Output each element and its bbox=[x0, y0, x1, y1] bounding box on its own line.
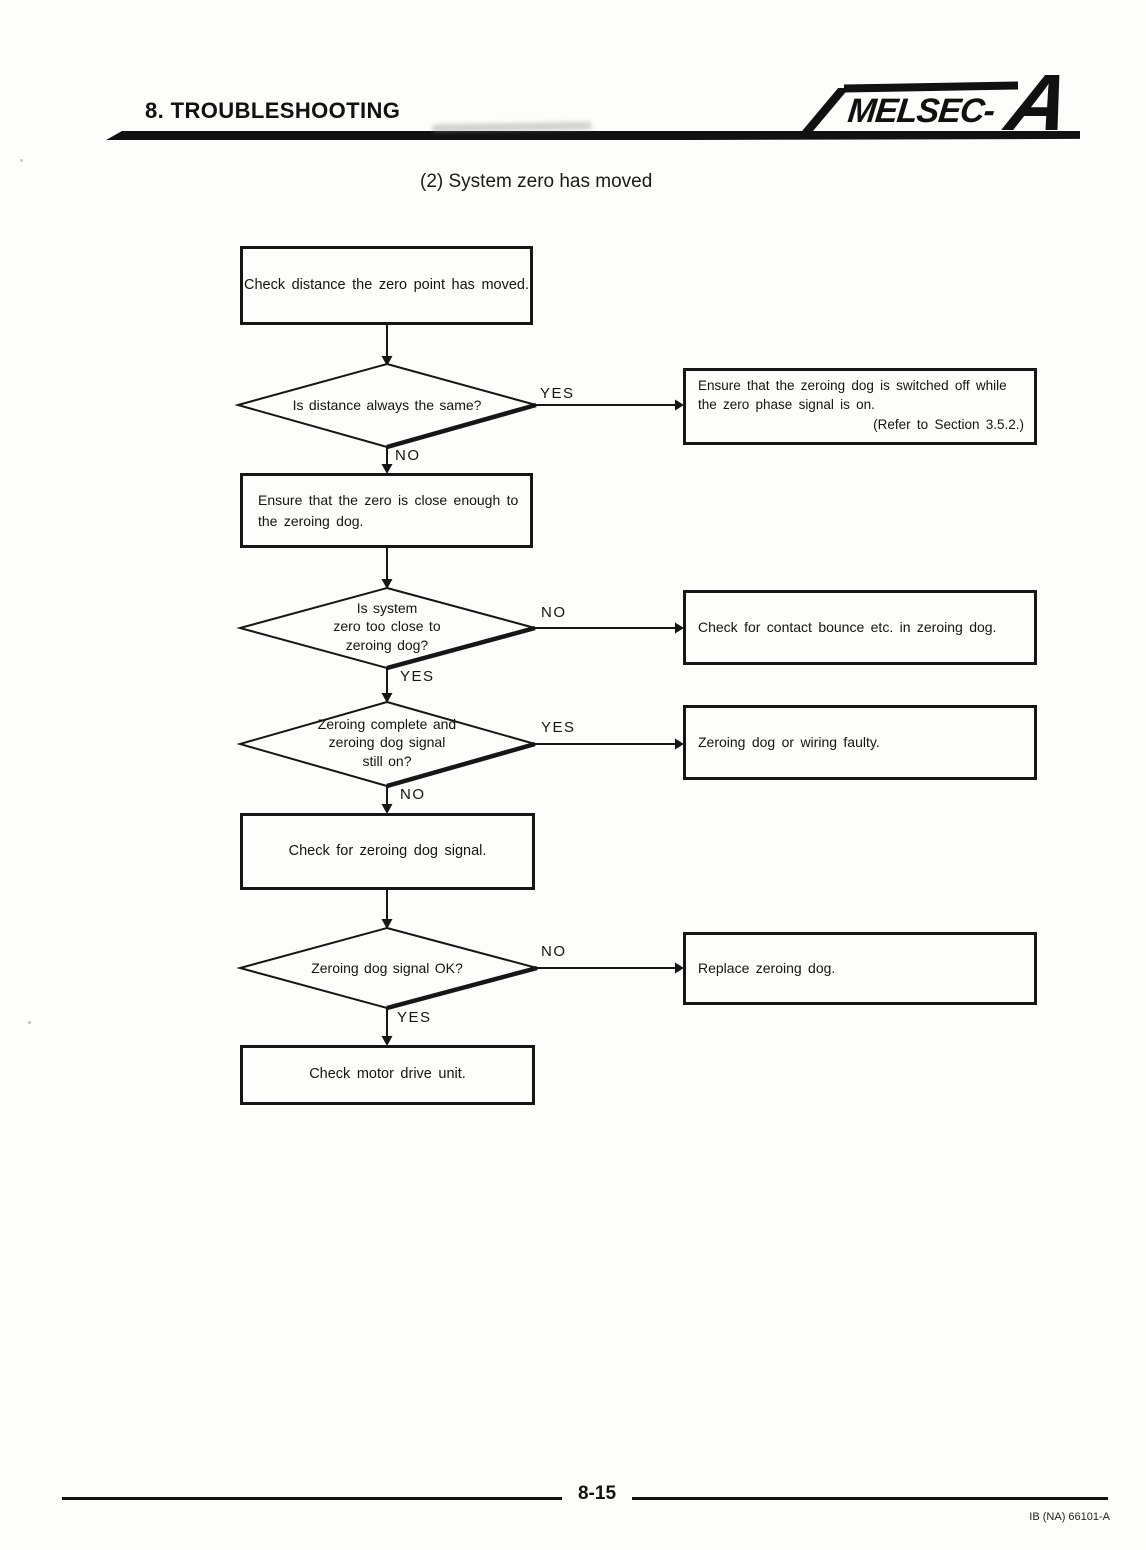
branch-yes-zeroing-complete: YES bbox=[541, 719, 576, 736]
process-check-distance: Check distance the zero point has moved. bbox=[240, 246, 533, 325]
branch-yes-dog-signal-ok: YES bbox=[397, 1009, 432, 1026]
action-ensure-dog-off-ref: (Refer to Section 3.5.2.) bbox=[873, 416, 1024, 432]
decision-zero-too-close-label: Is system zero too close to zeroing dog? bbox=[333, 600, 441, 653]
figure-title: (2) System zero has moved bbox=[420, 171, 653, 192]
action-ensure-dog-off: Ensure that the zeroing dog is switched … bbox=[683, 368, 1037, 445]
section-title: 8. TROUBLESHOOTING bbox=[145, 98, 401, 123]
connector-lines bbox=[386, 325, 676, 1037]
process-check-dog-signal: Check for zeroing dog signal. bbox=[240, 813, 535, 890]
process-ensure-zero-close: Ensure that the zero is close enough to … bbox=[240, 473, 533, 548]
process-check-distance-label: Check distance the zero point has moved. bbox=[243, 276, 529, 293]
action-check-bounce: Check for contact bounce etc. in zeroing… bbox=[683, 590, 1037, 665]
footer-rule-left bbox=[62, 1497, 562, 1500]
branch-yes-zero-too-close: YES bbox=[400, 668, 435, 685]
header-rule bbox=[106, 131, 1080, 140]
decision-shade-edges bbox=[386, 402, 538, 1011]
process-check-motor-label: Check motor drive unit. bbox=[309, 1066, 466, 1083]
decision-zeroing-complete-label: Zeroing complete and zeroing dog signal … bbox=[317, 716, 457, 769]
branch-no-dog-signal-ok: NO bbox=[541, 943, 567, 960]
scan-speck bbox=[20, 159, 23, 162]
decision-shapes bbox=[234, 362, 541, 1010]
decision-distance-same-label: Is distance always the same? bbox=[292, 397, 482, 413]
action-dog-wiring-faulty-label: Zeroing dog or wiring faulty. bbox=[698, 734, 880, 751]
branch-no-distance-same: NO bbox=[395, 447, 421, 464]
branch-no-zero-too-close: NO bbox=[541, 604, 567, 621]
process-check-dog-signal-label: Check for zeroing dog signal. bbox=[288, 842, 487, 859]
arrowheads bbox=[381, 356, 684, 1046]
document-number: IB (NA) 66101-A bbox=[1029, 1511, 1110, 1523]
footer-rule-right bbox=[632, 1497, 1108, 1500]
action-ensure-dog-off-label: Ensure that the zeroing dog is switched … bbox=[698, 378, 1007, 412]
process-check-motor: Check motor drive unit. bbox=[240, 1045, 535, 1105]
process-ensure-zero-close-label: Ensure that the zero is close enough to … bbox=[258, 492, 519, 529]
scan-speck bbox=[28, 1021, 31, 1024]
action-replace-dog-label: Replace zeroing dog. bbox=[698, 960, 836, 977]
branch-no-zeroing-complete: NO bbox=[400, 786, 426, 803]
decision-dog-signal-ok-label: Zeroing dog signal OK? bbox=[311, 960, 463, 976]
action-check-bounce-label: Check for contact bounce etc. in zeroing… bbox=[698, 619, 997, 636]
action-dog-wiring-faulty: Zeroing dog or wiring faulty. bbox=[683, 705, 1037, 780]
action-replace-dog: Replace zeroing dog. bbox=[683, 932, 1037, 1005]
page-number: 8-15 bbox=[577, 1483, 617, 1504]
branch-yes-distance-same: YES bbox=[540, 385, 575, 402]
